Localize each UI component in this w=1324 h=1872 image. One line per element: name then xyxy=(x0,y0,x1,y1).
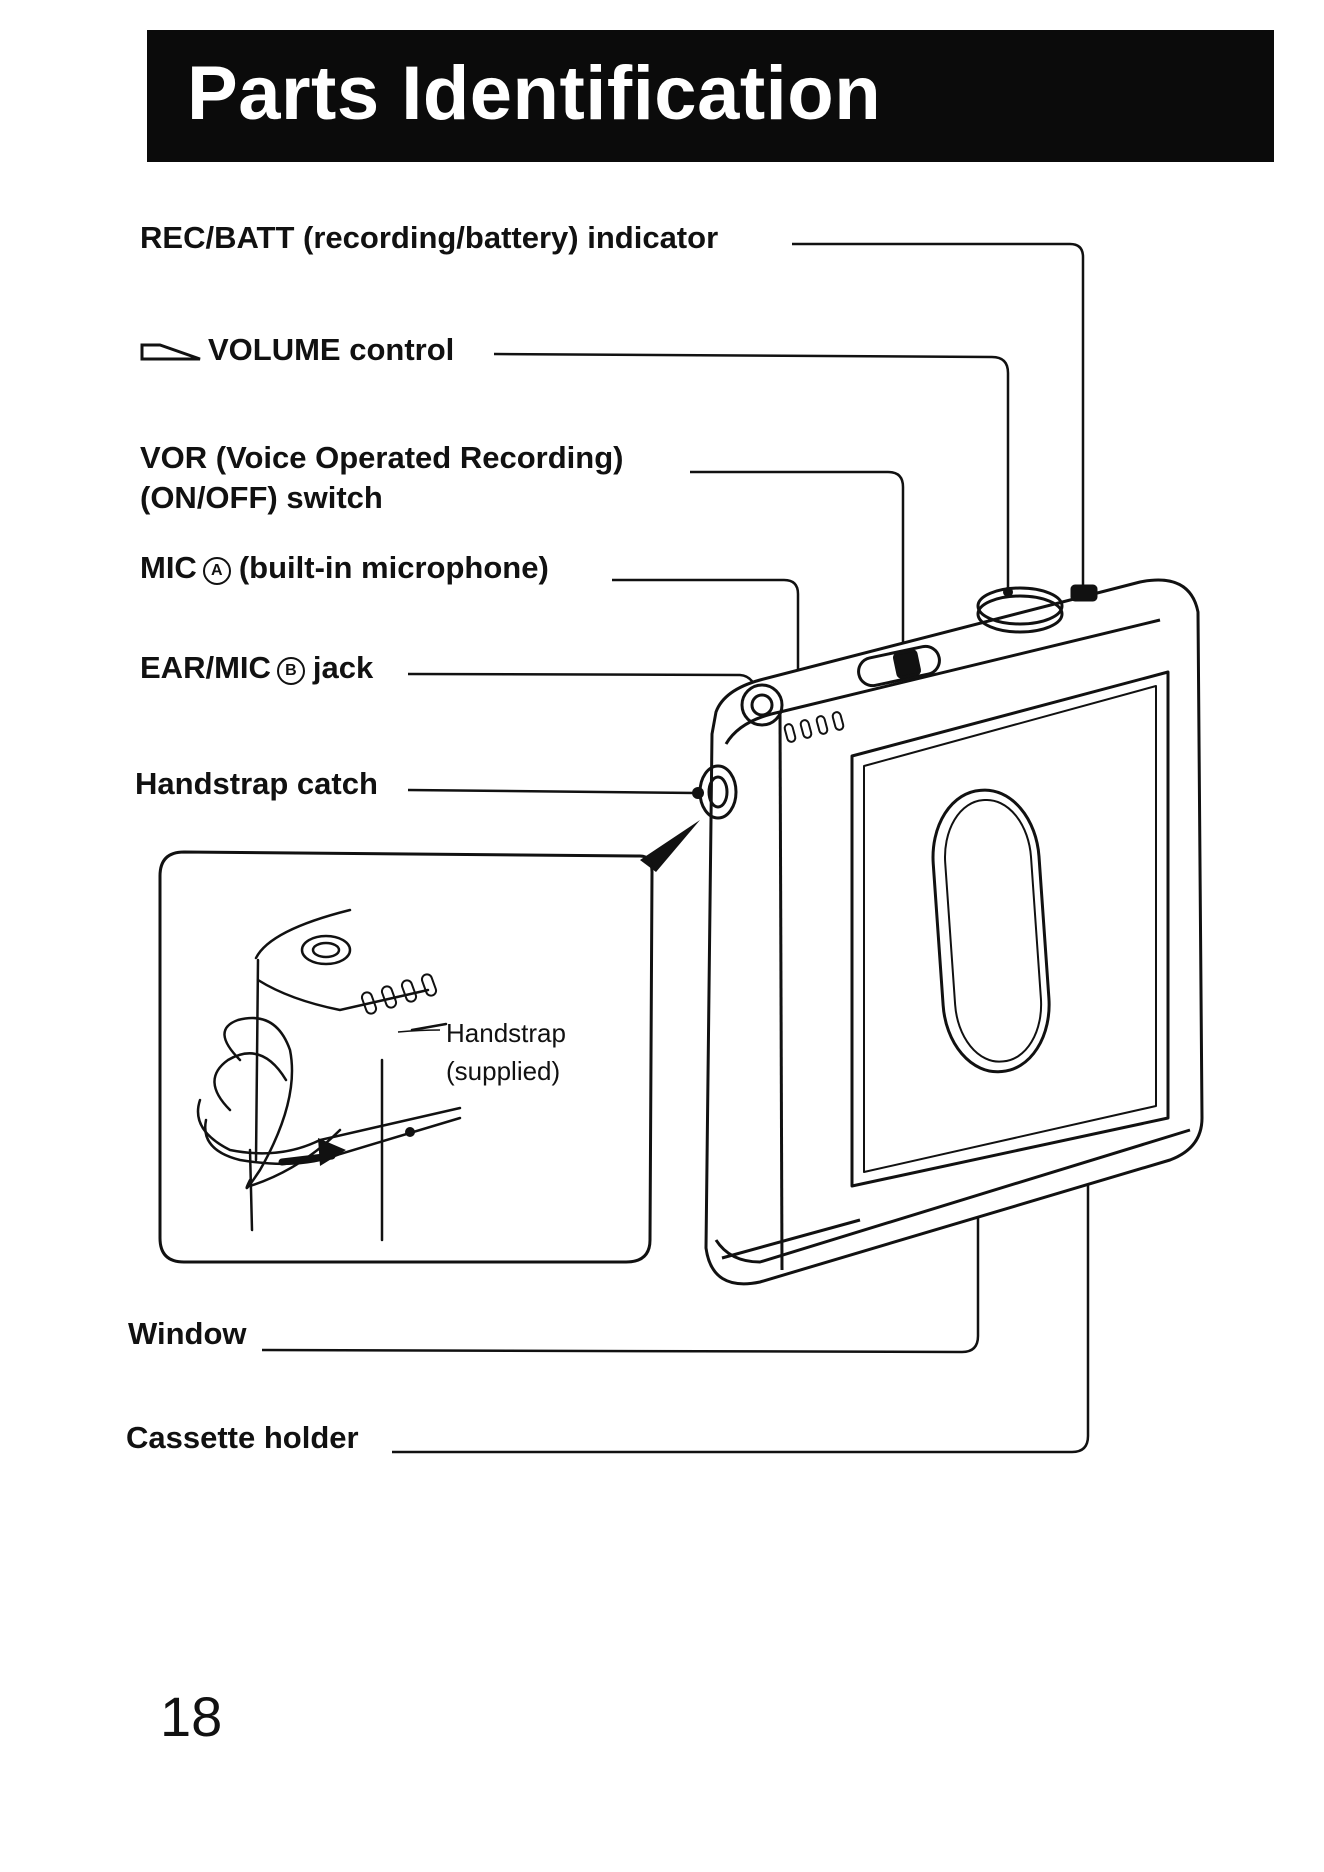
inset-handstrap-line2: (supplied) xyxy=(446,1052,566,1090)
leader-rec-batt xyxy=(792,244,1083,592)
inset-illustration xyxy=(198,910,460,1240)
label-volume: VOLUME control xyxy=(140,330,454,370)
label-vor-line2: (ON/OFF) switch xyxy=(140,478,623,518)
leader-earmic xyxy=(408,674,758,698)
leader-handstrap-catch xyxy=(408,790,696,793)
inset-pointer xyxy=(640,820,700,872)
volume-triangle-icon xyxy=(140,341,202,363)
label-cassette-holder: Cassette holder xyxy=(126,1418,359,1458)
inset-handstrap-line1: Handstrap xyxy=(446,1014,566,1052)
label-handstrap-catch: Handstrap catch xyxy=(135,764,378,804)
page-number: 18 xyxy=(160,1684,222,1749)
leader-vor xyxy=(690,472,903,660)
label-window: Window xyxy=(128,1314,247,1354)
mic-symbol-a: A xyxy=(203,557,231,585)
label-vor: VOR (Voice Operated Recording) (ON/OFF) … xyxy=(140,438,623,518)
inset-handstrap-label: Handstrap (supplied) xyxy=(446,1014,566,1090)
device-body xyxy=(700,580,1202,1284)
label-vor-line1: VOR (Voice Operated Recording) xyxy=(140,438,623,478)
strap-arrow xyxy=(318,1138,346,1166)
label-rec-batt: REC/BATT (recording/battery) indicator xyxy=(140,218,718,258)
earmic-symbol-b: B xyxy=(277,657,305,685)
